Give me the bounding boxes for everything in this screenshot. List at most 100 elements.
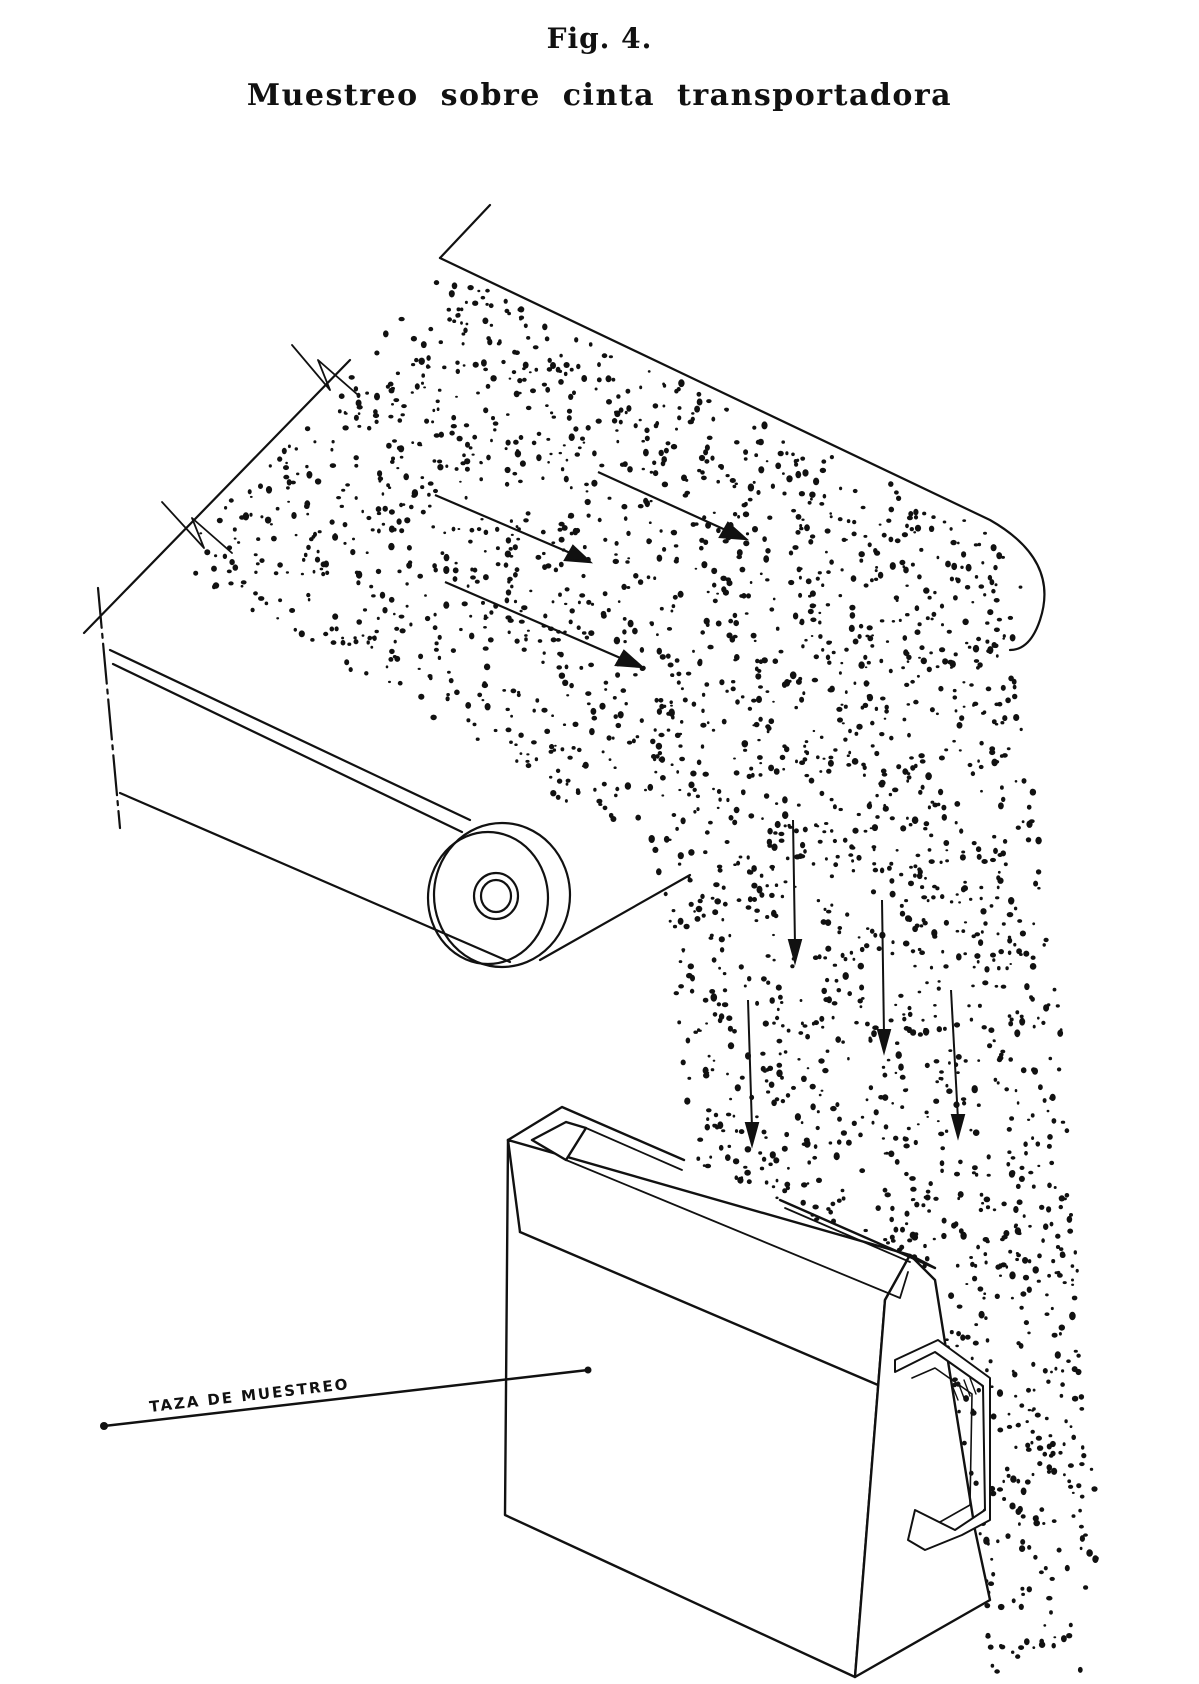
- particle: [692, 787, 697, 793]
- particle: [689, 988, 695, 994]
- particle: [385, 665, 389, 669]
- particle: [1000, 850, 1006, 857]
- particle: [306, 592, 311, 598]
- particle: [388, 596, 395, 603]
- particle: [996, 617, 1003, 622]
- particle: [832, 963, 838, 967]
- particle: [564, 799, 568, 803]
- particle: [1008, 897, 1015, 905]
- particle: [975, 846, 982, 853]
- particle: [953, 1022, 961, 1028]
- particle: [884, 1192, 891, 1198]
- particle: [576, 625, 581, 630]
- particle: [1051, 1519, 1057, 1523]
- particle: [709, 1155, 713, 1159]
- particle: [388, 486, 392, 490]
- particle: [825, 945, 832, 952]
- particle: [744, 1146, 752, 1153]
- particle: [1016, 1422, 1021, 1428]
- particle: [886, 1241, 890, 1245]
- head-pulley-rim: [426, 830, 550, 966]
- particle: [421, 381, 424, 385]
- particle: [727, 1025, 734, 1032]
- particle: [604, 688, 608, 691]
- particle: [482, 646, 489, 651]
- particle: [906, 772, 911, 776]
- particle: [989, 904, 994, 908]
- particle: [926, 1115, 929, 1118]
- particle: [901, 666, 905, 670]
- particle: [939, 1070, 944, 1074]
- particle: [1032, 1266, 1039, 1274]
- particle: [781, 1145, 788, 1152]
- particle: [958, 901, 961, 904]
- particle: [843, 737, 848, 742]
- particle: [286, 486, 290, 490]
- particle: [713, 1112, 719, 1118]
- particle: [1018, 1603, 1024, 1610]
- particle: [468, 446, 473, 450]
- particle: [1059, 1247, 1064, 1251]
- particle: [357, 424, 362, 428]
- particle: [353, 414, 359, 421]
- particle: [588, 342, 593, 347]
- particle: [704, 444, 710, 451]
- particle: [851, 859, 855, 863]
- particle: [254, 570, 258, 574]
- particle: [582, 441, 586, 444]
- particle: [249, 495, 253, 498]
- particle: [405, 582, 409, 586]
- particle: [463, 423, 470, 428]
- particle: [925, 1189, 931, 1194]
- particle: [623, 640, 627, 644]
- particle: [769, 1151, 776, 1159]
- particle: [755, 1115, 759, 1119]
- particle: [393, 398, 400, 403]
- particle: [841, 1040, 845, 1044]
- particle: [356, 580, 361, 586]
- particle: [909, 865, 913, 869]
- particle: [705, 1022, 708, 1025]
- particle: [704, 682, 710, 687]
- particle: [844, 690, 848, 694]
- particle: [972, 1165, 978, 1171]
- particle: [678, 788, 682, 792]
- particle: [987, 1043, 993, 1049]
- particle: [716, 527, 721, 534]
- particle: [990, 952, 996, 958]
- particle: [593, 787, 597, 792]
- particle: [775, 802, 779, 805]
- particle: [718, 1013, 725, 1020]
- particle: [780, 894, 785, 899]
- particle: [1042, 1522, 1046, 1525]
- particle: [726, 1015, 733, 1021]
- callout-leader: [103, 1368, 589, 1428]
- particle: [1006, 1127, 1012, 1132]
- particle: [1059, 1251, 1066, 1258]
- particle: [919, 924, 924, 928]
- particle: [695, 905, 703, 913]
- particle: [490, 438, 493, 443]
- particle: [764, 1180, 769, 1185]
- particle: [599, 702, 606, 710]
- particle: [798, 491, 806, 497]
- particle: [585, 691, 592, 696]
- particle: [657, 751, 663, 756]
- particle: [949, 900, 954, 904]
- particle: [960, 565, 964, 569]
- particle: [996, 885, 1000, 890]
- particle: [532, 708, 536, 713]
- particle: [394, 626, 400, 631]
- particle: [687, 1076, 692, 1080]
- particle: [843, 704, 848, 709]
- particle: [620, 688, 627, 693]
- particle: [1062, 1281, 1067, 1285]
- particle: [643, 448, 649, 457]
- particle: [653, 576, 657, 580]
- particle: [916, 1123, 920, 1126]
- particle: [982, 710, 987, 714]
- particle: [913, 1139, 918, 1146]
- particle: [733, 770, 740, 776]
- particle: [1000, 984, 1007, 989]
- particle: [939, 647, 946, 653]
